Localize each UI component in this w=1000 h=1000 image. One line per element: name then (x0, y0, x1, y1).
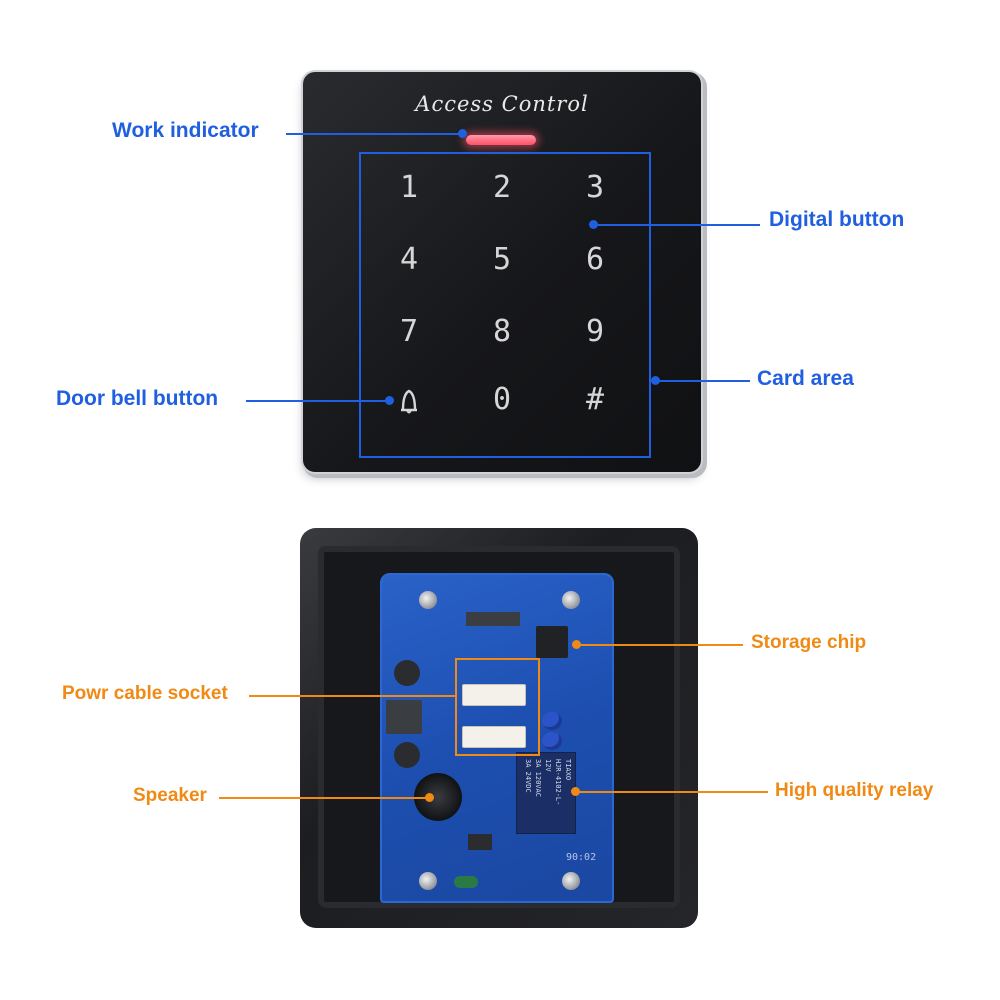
relay-component: TIAXO HJR-4102-L-12V 3A 120VAC 3A 24VDC (516, 752, 576, 834)
storage-chip-ic (536, 626, 568, 658)
pointer-door-bell-button (385, 396, 394, 405)
callout-card-area: Card area (757, 367, 854, 390)
card-area-outline (359, 152, 651, 458)
key-0[interactable]: 0 (492, 382, 512, 417)
capacitor-47uf (394, 742, 420, 768)
relay-text-brand: TIAXO (564, 759, 572, 781)
key-1[interactable]: 1 (399, 170, 419, 205)
bell-icon (401, 389, 417, 414)
board-marking: 90:02 (566, 852, 597, 863)
leader-relay (576, 791, 768, 793)
relay-text-model: HJR-4102-L-12V (544, 759, 562, 806)
power-cable-socket-lower (462, 726, 526, 748)
keypad-front-panel: Access Control (303, 72, 701, 472)
power-cable-socket-upper (462, 684, 526, 706)
key-2[interactable]: 2 (492, 170, 512, 205)
screw-top-right (562, 591, 580, 609)
screw-top-left (419, 591, 437, 609)
callout-power-cable-socket: Powr cable socket (62, 683, 228, 704)
key-6[interactable]: 6 (585, 242, 605, 277)
key-3[interactable]: 3 (585, 170, 605, 205)
blue-capacitor-2 (542, 732, 562, 750)
key-4[interactable]: 4 (399, 242, 419, 277)
leader-door-bell-button (246, 400, 390, 402)
relay-text-ac: 3A 120VAC (534, 759, 542, 797)
brand-text: Access Control (415, 92, 589, 116)
key-9[interactable]: 9 (585, 314, 605, 349)
power-socket-highlight (455, 658, 540, 756)
capacitor-220uf (394, 660, 420, 686)
pointer-card-area (651, 376, 660, 385)
key-8[interactable]: 8 (492, 314, 512, 349)
voltage-regulator (386, 700, 422, 734)
key-5[interactable]: 5 (492, 242, 512, 277)
callout-work-indicator: Work indicator (112, 119, 259, 142)
screw-bottom-right (562, 872, 580, 890)
pointer-storage-chip (572, 640, 581, 649)
ic-small (468, 834, 492, 850)
leader-card-area (656, 380, 750, 382)
key-7[interactable]: 7 (399, 314, 419, 349)
leader-work-indicator (286, 133, 462, 135)
leader-power-cable-socket (249, 695, 457, 697)
pointer-speaker (425, 793, 434, 802)
pointer-relay (571, 787, 580, 796)
blue-capacitor-1 (542, 712, 562, 730)
callout-storage-chip: Storage chip (751, 632, 867, 653)
callout-speaker: Speaker (133, 785, 207, 806)
leader-digital-button (594, 224, 760, 226)
key-hash[interactable]: # (585, 382, 605, 417)
callout-digital-button: Digital button (769, 208, 905, 231)
work-indicator-led (466, 135, 536, 145)
pointer-digital-button (589, 220, 598, 229)
door-bell-key[interactable] (389, 380, 429, 420)
leader-storage-chip (577, 644, 743, 646)
callout-relay: High quality relay (775, 780, 934, 801)
relay-text-dc: 3A 24VDC (524, 759, 532, 793)
callout-door-bell-button: Door bell button (56, 387, 219, 410)
leader-speaker (219, 797, 429, 799)
transistor-row (466, 612, 520, 626)
pointer-work-indicator (458, 129, 467, 138)
screw-bottom-left (419, 872, 437, 890)
crystal-green (454, 876, 478, 888)
